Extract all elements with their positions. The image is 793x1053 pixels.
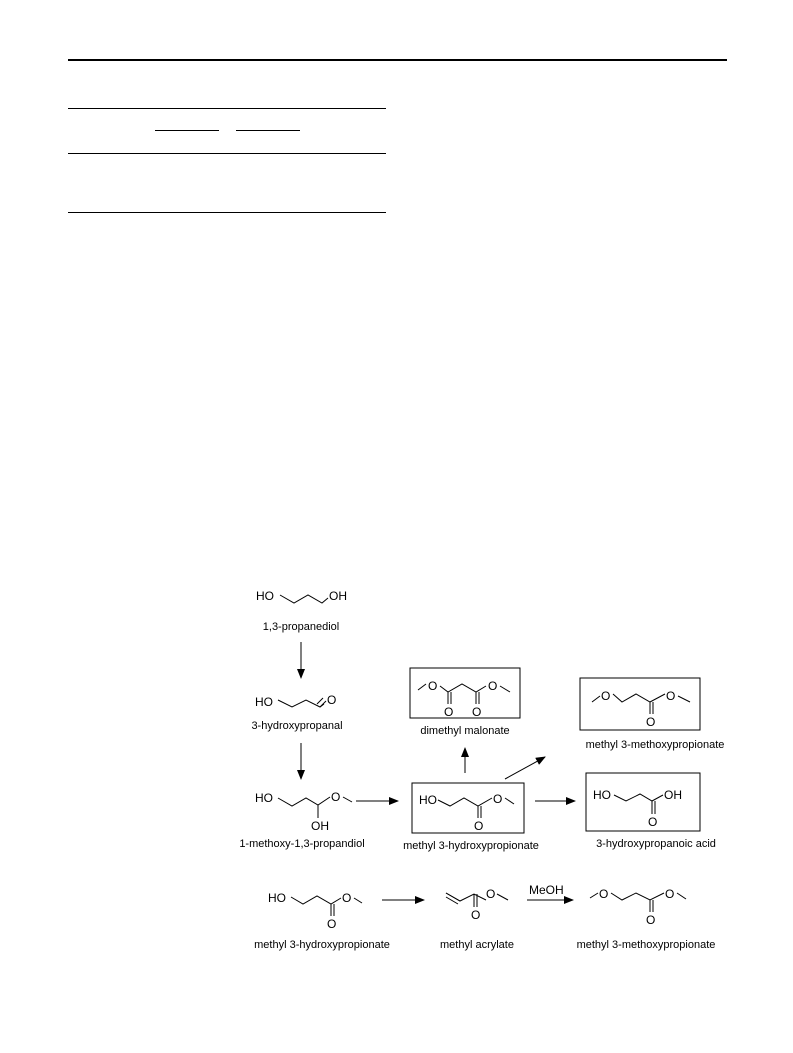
atom-o: O xyxy=(599,887,608,901)
atom-ho: HO xyxy=(255,791,273,805)
label-hydroxypropanal: 3-hydroxypropanal xyxy=(251,720,342,732)
label-methyl-hydroxypropionate-bottom: methyl 3-hydroxypropionate xyxy=(254,939,390,951)
atom-o: O xyxy=(472,705,481,719)
atom-o: O xyxy=(493,792,502,806)
atom-o: O xyxy=(486,887,495,901)
atom-oh: OH xyxy=(311,819,329,833)
atom-o: O xyxy=(428,679,437,693)
atom-o: O xyxy=(474,819,483,833)
atom-o: O xyxy=(444,705,453,719)
arrow-to-methoxypropionate xyxy=(504,756,546,780)
atom-o: O xyxy=(331,790,340,804)
atom-ho: HO xyxy=(256,589,274,603)
atom-ho: HO xyxy=(268,891,286,905)
table-subheader-rule-2 xyxy=(236,130,300,131)
atom-oh: OH xyxy=(664,788,682,802)
label-methyl-methoxypropionate-top: methyl 3-methoxypropionate xyxy=(586,739,725,751)
atom-ho: HO xyxy=(593,788,611,802)
atom-ho: HO xyxy=(419,793,437,807)
atom-ho: HO xyxy=(255,695,273,709)
atom-o: O xyxy=(666,689,675,703)
table-top-rule xyxy=(68,108,386,109)
atom-oh: OH xyxy=(329,589,347,603)
header-rule xyxy=(68,59,727,61)
atom-o: O xyxy=(327,917,336,931)
atom-o: O xyxy=(646,715,655,729)
label-methoxy-propandiol: 1-methoxy-1,3-propandiol xyxy=(239,838,364,850)
table-header-rule xyxy=(68,153,386,154)
table-bottom-rule xyxy=(68,212,386,213)
label-hydroxypropanoic-acid: 3-hydroxypropanoic acid xyxy=(596,838,716,850)
atom-o: O xyxy=(342,891,351,905)
atom-o: O xyxy=(471,908,480,922)
label-methyl-acrylate: methyl acrylate xyxy=(440,939,514,951)
atom-o: O xyxy=(488,679,497,693)
atom-o: O xyxy=(648,815,657,829)
atom-o: O xyxy=(601,689,610,703)
label-propanediol: 1,3-propanediol xyxy=(263,621,339,633)
atom-o: O xyxy=(646,913,655,927)
atom-o: O xyxy=(327,693,336,707)
table-subheader-rule-1 xyxy=(155,130,219,131)
label-methyl-hydroxypropionate-center: methyl 3-hydroxypropionate xyxy=(403,840,539,852)
reagent-meoh: MeOH xyxy=(529,883,564,897)
label-dimethyl-malonate: dimethyl malonate xyxy=(420,725,509,737)
atom-o: O xyxy=(665,887,674,901)
label-methyl-methoxypropionate-bottom: methyl 3-methoxypropionate xyxy=(577,939,716,951)
